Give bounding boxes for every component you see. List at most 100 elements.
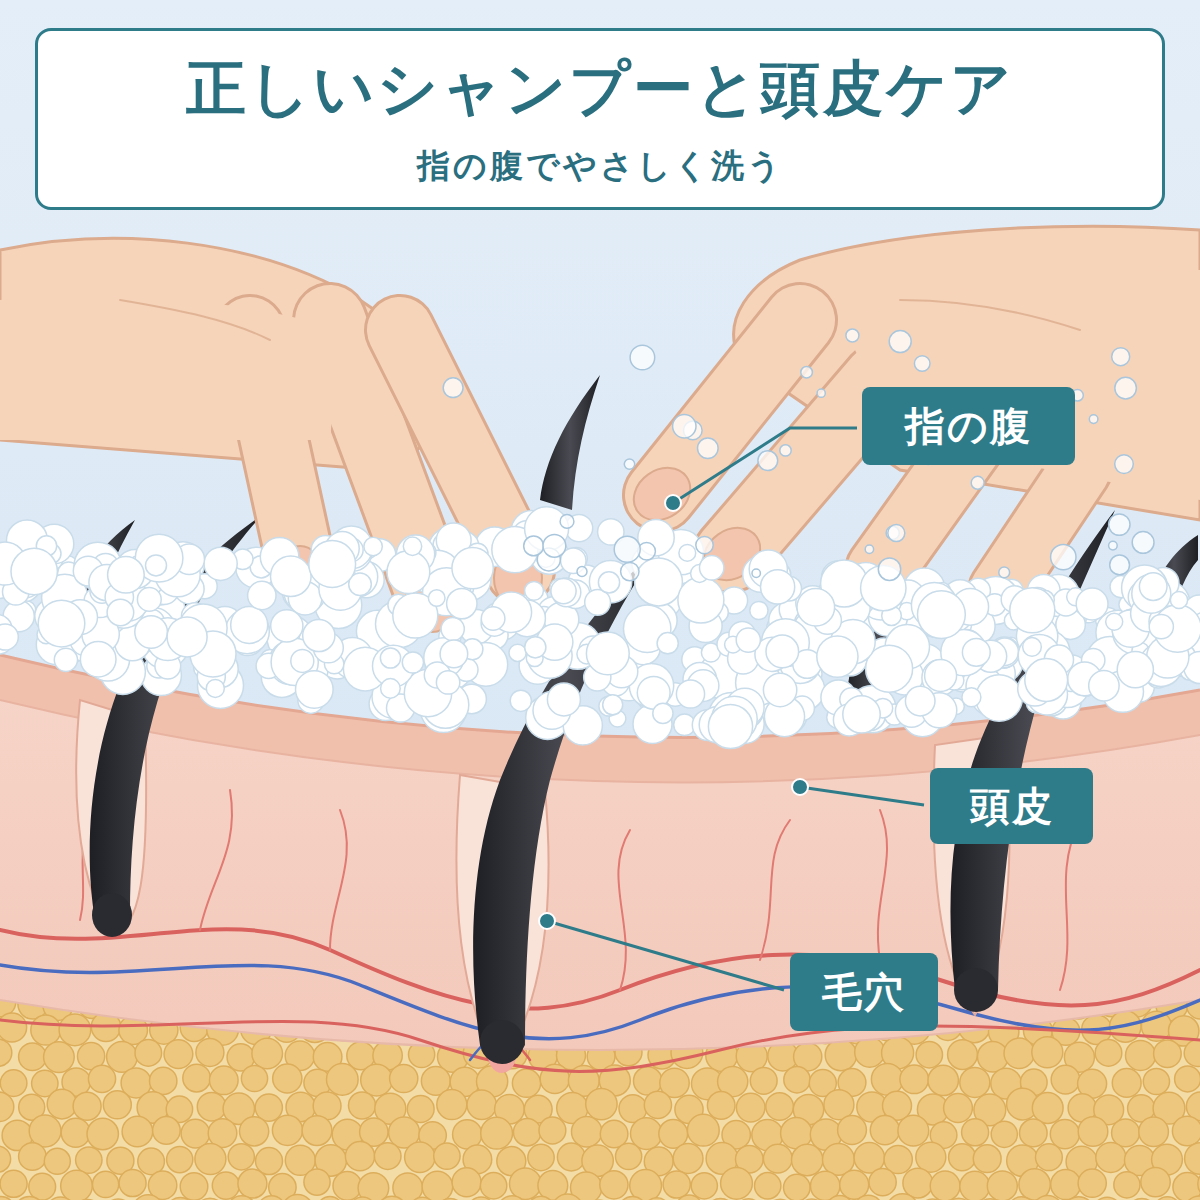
foam-bubble bbox=[54, 648, 77, 671]
foam-bubble bbox=[551, 579, 576, 604]
fat-cell bbox=[468, 1197, 495, 1200]
foam-bubble bbox=[146, 555, 167, 576]
air-bubble bbox=[752, 569, 760, 577]
fat-cell bbox=[799, 1199, 825, 1200]
fat-cell bbox=[150, 1067, 177, 1094]
air-bubble bbox=[846, 329, 859, 342]
fat-cell bbox=[104, 1199, 133, 1200]
fat-cell bbox=[409, 1197, 436, 1200]
foam-bubble bbox=[271, 610, 303, 642]
fat-cell bbox=[976, 1199, 1005, 1200]
foam-bubble bbox=[918, 591, 966, 639]
fat-cell bbox=[1036, 1144, 1063, 1171]
air-bubble bbox=[1109, 514, 1130, 535]
foam-bubble bbox=[447, 588, 477, 618]
foam-bubble bbox=[586, 632, 629, 675]
fat-cell bbox=[44, 1148, 70, 1174]
fat-cell bbox=[1033, 1195, 1063, 1200]
fat-cell bbox=[870, 1116, 899, 1145]
fat-cell bbox=[46, 1197, 75, 1200]
fat-cell bbox=[528, 1144, 554, 1170]
fat-cell bbox=[435, 1199, 465, 1200]
foam-bubble bbox=[766, 635, 799, 668]
fat-cell bbox=[1184, 1196, 1200, 1200]
air-bubble bbox=[443, 378, 463, 398]
fat-cell bbox=[1078, 1117, 1108, 1147]
title-box: 正しいシャンプーと頭皮ケア指の腹でやさしく洗う bbox=[35, 28, 1165, 210]
foam-bubble bbox=[510, 690, 531, 711]
fat-cell bbox=[616, 1143, 642, 1169]
foam-bubble bbox=[925, 660, 957, 692]
fat-cell bbox=[586, 1088, 617, 1119]
foam-bubble bbox=[525, 581, 544, 600]
fat-cell bbox=[133, 1195, 164, 1200]
fat-cell bbox=[1008, 1197, 1035, 1200]
fat-cell bbox=[869, 1169, 896, 1196]
fat-cell bbox=[422, 1171, 453, 1200]
fat-cell bbox=[405, 1142, 435, 1172]
fat-cell bbox=[302, 1116, 332, 1146]
foam-bubble bbox=[436, 671, 459, 694]
fat-cell bbox=[916, 1042, 942, 1068]
fat-cell bbox=[1198, 1168, 1200, 1199]
foam-bubble bbox=[108, 557, 145, 594]
foam-bubble bbox=[303, 619, 335, 651]
air-bubble bbox=[888, 525, 905, 542]
foam-bubble bbox=[248, 581, 276, 609]
foam-bubble bbox=[387, 551, 430, 594]
foam-bubble bbox=[676, 680, 704, 708]
foam-bubble bbox=[679, 545, 696, 562]
fat-cell bbox=[978, 1041, 1009, 1072]
foam-bubble bbox=[206, 679, 224, 697]
fat-cell bbox=[755, 1173, 781, 1199]
air-bubble bbox=[1115, 377, 1137, 399]
fat-cell bbox=[735, 1199, 761, 1200]
fat-cell bbox=[374, 1143, 401, 1170]
fat-cell bbox=[750, 1067, 777, 1094]
fat-cell bbox=[1004, 1038, 1034, 1068]
fat-cell bbox=[166, 1197, 194, 1200]
fat-cell bbox=[663, 1171, 690, 1198]
fat-cell bbox=[103, 1091, 131, 1119]
part-label: 毛穴 bbox=[822, 968, 906, 1016]
fat-cell bbox=[673, 1144, 703, 1174]
fat-cell bbox=[784, 1067, 810, 1093]
fat-cell bbox=[962, 1119, 989, 1146]
air-bubble bbox=[1089, 415, 1098, 424]
fat-cell bbox=[345, 1142, 374, 1171]
fat-cell bbox=[1032, 1037, 1063, 1068]
foam-bubble bbox=[817, 636, 858, 677]
fat-cell bbox=[1093, 1197, 1122, 1200]
fat-cell bbox=[252, 1038, 283, 1069]
fat-cell bbox=[349, 1197, 375, 1200]
foam-bubble bbox=[1023, 638, 1042, 657]
foam-bubble bbox=[525, 637, 546, 658]
fat-cell bbox=[644, 1198, 671, 1200]
fat-cell bbox=[437, 1090, 467, 1120]
air-bubble bbox=[999, 567, 1010, 578]
fat-cell bbox=[0, 1146, 11, 1172]
fat-cell bbox=[944, 1198, 973, 1200]
fat-cell bbox=[618, 1196, 646, 1200]
foam-bubble bbox=[271, 556, 312, 597]
fat-cell bbox=[1185, 1143, 1200, 1175]
foam-bubble bbox=[653, 703, 673, 723]
foam-bubble bbox=[761, 570, 795, 604]
label-tag: 毛穴 bbox=[790, 953, 938, 1031]
fat-cell bbox=[691, 1173, 717, 1199]
fat-cell bbox=[1112, 1069, 1141, 1098]
foam-bubble bbox=[1149, 615, 1173, 639]
fat-cell bbox=[687, 1114, 719, 1146]
air-bubble bbox=[801, 366, 813, 378]
fat-cell bbox=[528, 1196, 555, 1200]
fat-cell bbox=[377, 1196, 408, 1200]
air-bubble bbox=[1132, 532, 1154, 554]
fat-cell bbox=[948, 1040, 978, 1070]
air-bubble bbox=[577, 567, 587, 577]
fat-cell bbox=[792, 1144, 823, 1175]
fat-cell bbox=[212, 1172, 239, 1199]
foam-bubble bbox=[708, 704, 752, 748]
fat-cell bbox=[14, 1197, 45, 1200]
fat-cell bbox=[183, 1064, 211, 1092]
